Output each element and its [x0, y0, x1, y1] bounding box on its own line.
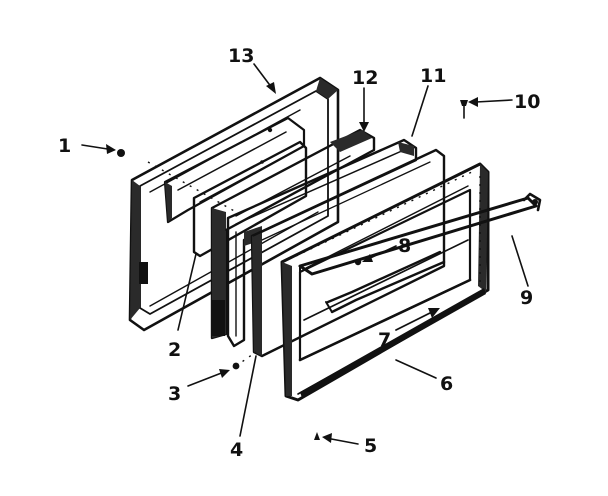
callout-7: 7 — [378, 329, 391, 351]
part-screw-5 — [314, 432, 320, 440]
callout-10: 10 — [514, 91, 540, 113]
part-glass-retainer — [226, 138, 418, 348]
callout-2: 2 — [168, 339, 181, 361]
callout-6: 6 — [440, 373, 453, 395]
alignment-line — [235, 351, 257, 367]
callout-11: 11 — [420, 65, 446, 87]
callout-8: 8 — [398, 235, 411, 257]
callout-9: 9 — [520, 287, 533, 309]
callout-1: 1 — [58, 135, 71, 157]
callout-12: 12 — [352, 67, 378, 89]
leader-lines — [81, 63, 529, 445]
part-screw-8 — [354, 258, 362, 266]
part-screw-3 — [232, 362, 240, 370]
part-outer-door-panel — [280, 162, 490, 402]
callout-5: 5 — [364, 435, 377, 457]
part-insulation-panel — [192, 140, 308, 258]
part-inner-door-liner — [128, 76, 340, 332]
callout-3: 3 — [168, 383, 181, 405]
callout-13: 13 — [228, 45, 254, 67]
part-screw-1 — [117, 149, 125, 157]
part-screw-10 — [460, 100, 468, 119]
alignment-line — [147, 161, 237, 213]
callout-4: 4 — [230, 439, 243, 461]
part-door-handle — [298, 192, 542, 281]
part-inner-glass — [250, 148, 446, 358]
